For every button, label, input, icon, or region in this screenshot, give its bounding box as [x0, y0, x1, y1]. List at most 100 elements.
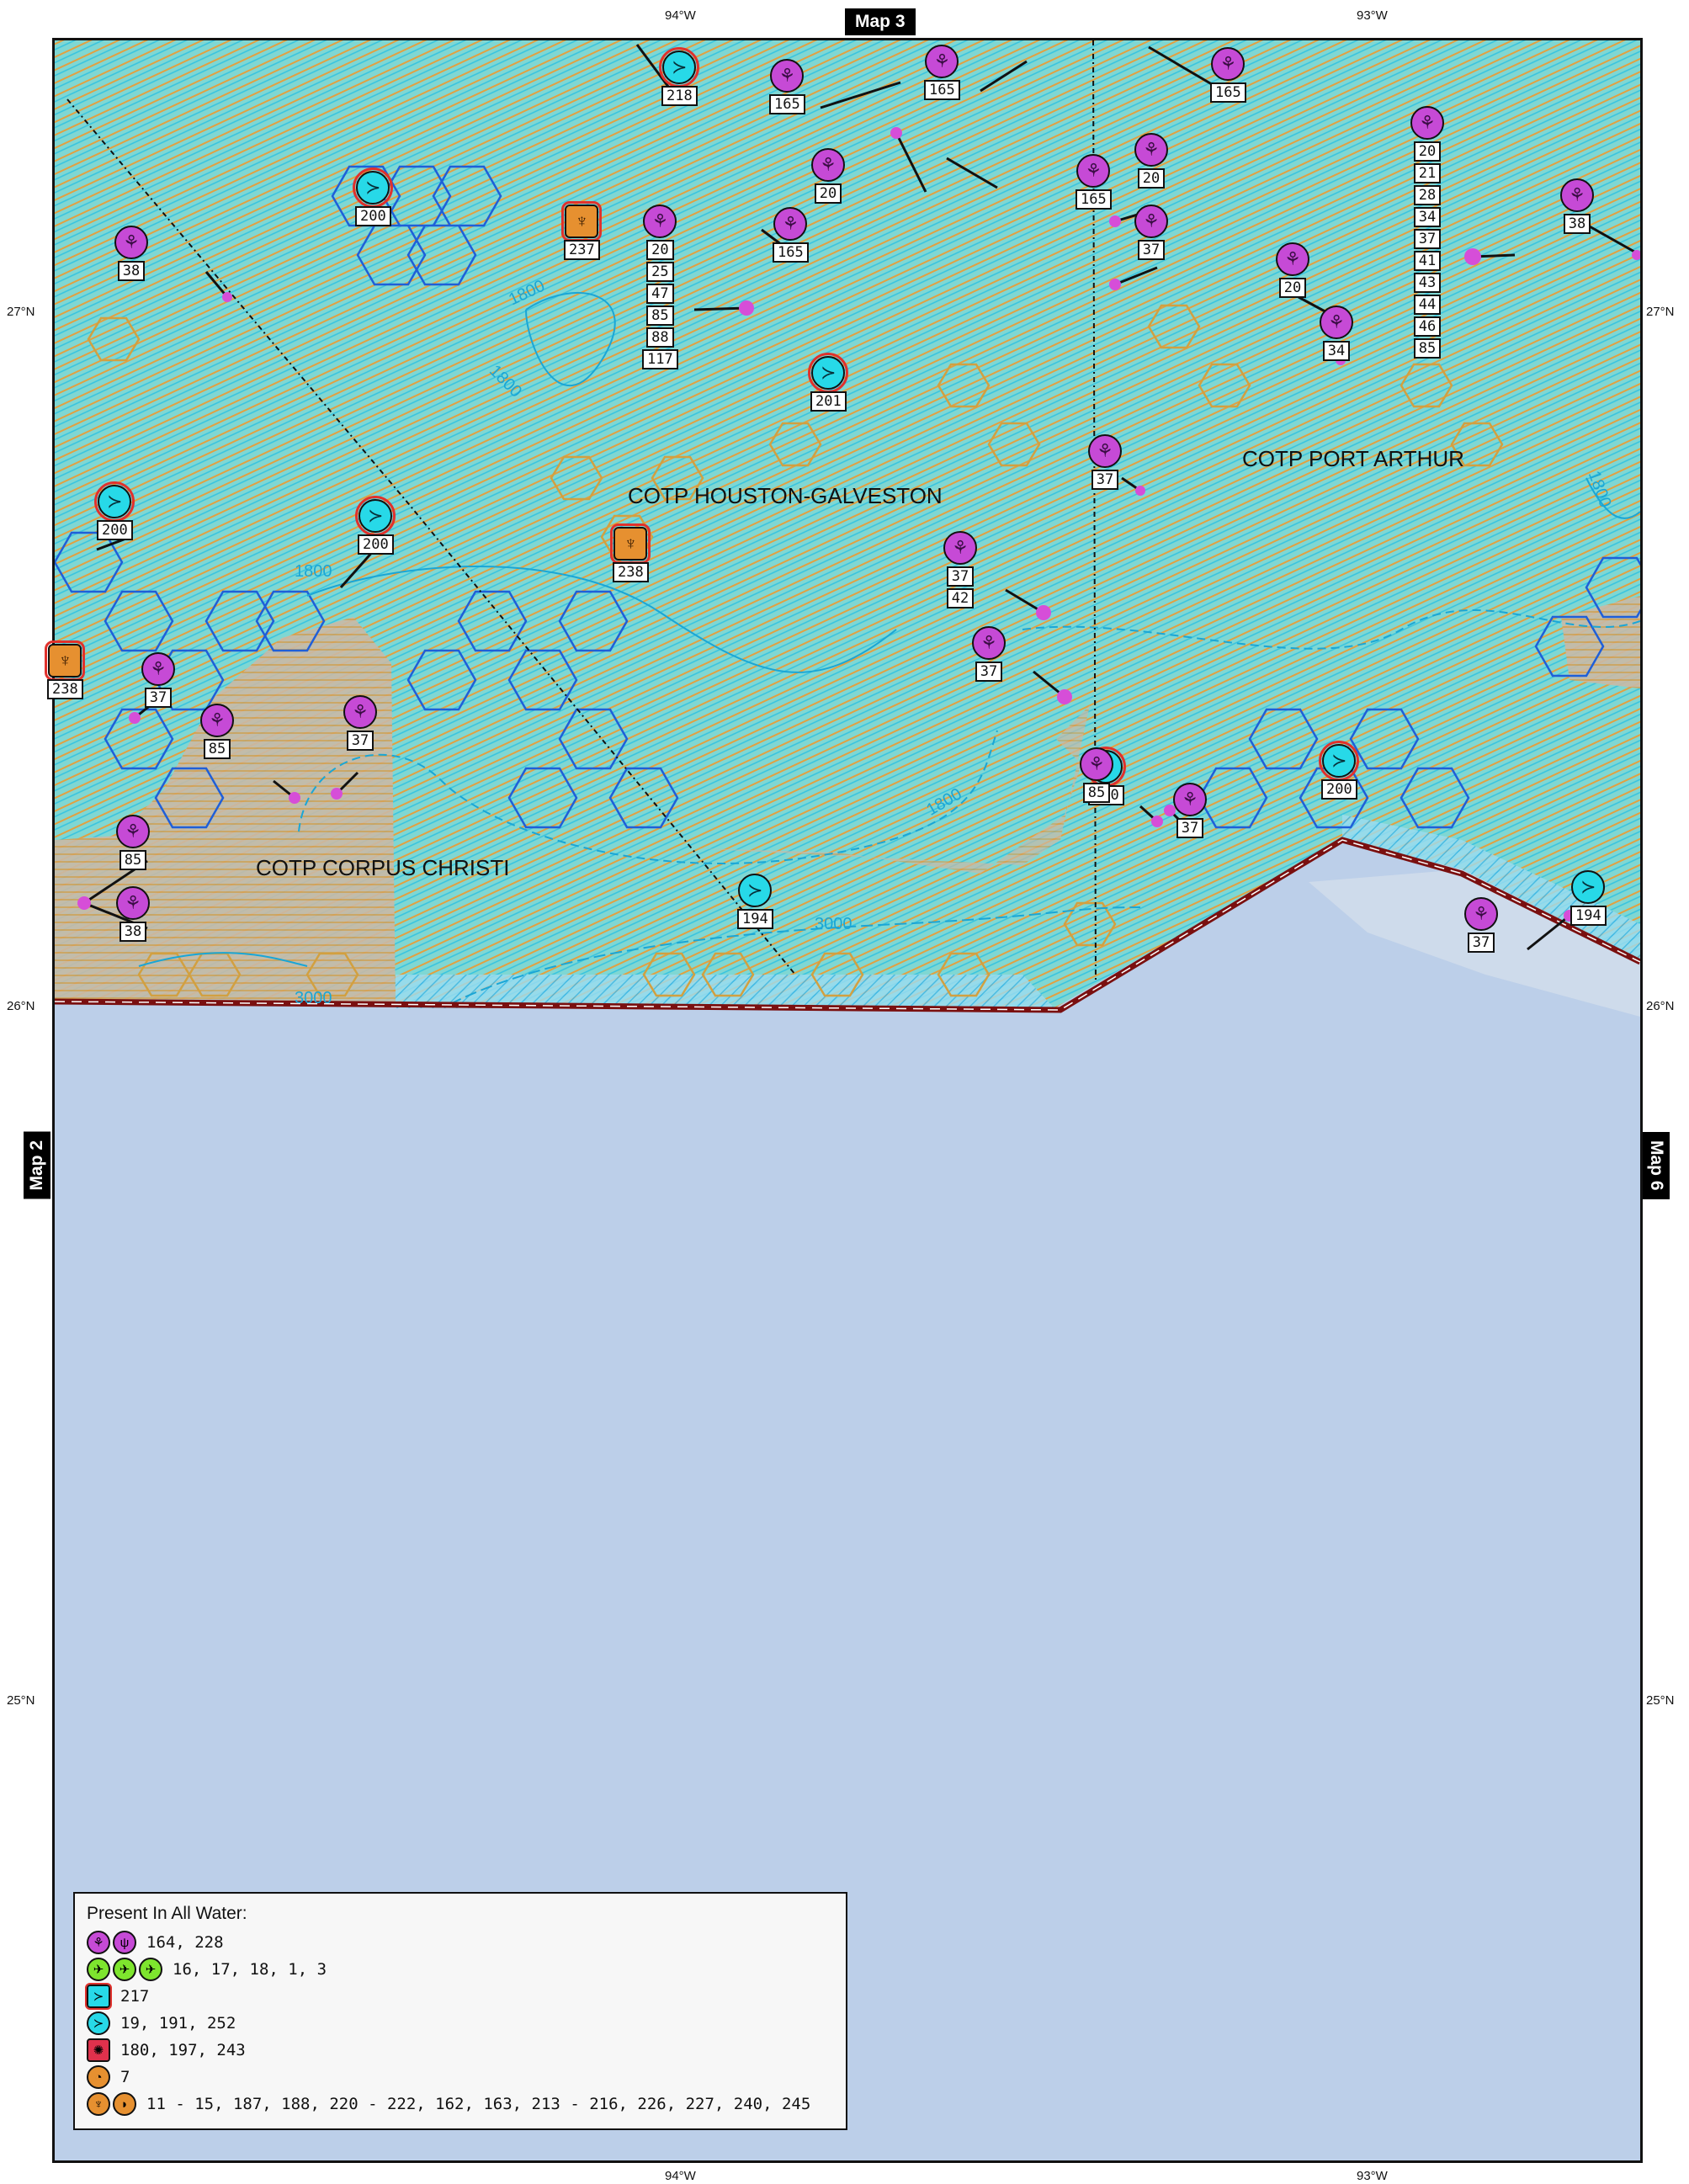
coral-marker[interactable]: ⚘165 — [924, 45, 960, 100]
coral-marker[interactable]: ⚘20 — [1134, 133, 1168, 189]
map-2-tab[interactable]: Map 2 — [24, 1132, 50, 1199]
species-code-list: 194 — [1570, 904, 1607, 926]
whale-marker[interactable]: ♆237 — [561, 201, 603, 260]
whale-icon: ♆ — [45, 640, 86, 681]
legend-title: Present In All Water: — [87, 1904, 247, 1923]
species-code: 165 — [1076, 189, 1112, 210]
species-code: 165 — [773, 242, 809, 263]
fish-icon: ≻ — [1571, 870, 1606, 904]
species-code-list: 165 — [769, 93, 805, 114]
species-code: 37 — [1137, 240, 1166, 260]
coral-marker[interactable]: ⚘38 — [114, 226, 148, 281]
whale-marker[interactable]: ♆238 — [45, 640, 86, 699]
coral-marker[interactable]: ⚘34 — [1320, 306, 1353, 361]
coral-marker[interactable]: ⚘85 — [200, 704, 234, 759]
species-code-list: 200 — [358, 533, 394, 555]
coral-marker[interactable]: ⚘165 — [769, 59, 805, 114]
species-code-list: 37 — [144, 686, 173, 708]
coral-marker[interactable]: ⚘85 — [1080, 747, 1113, 803]
species-code-list: 37 — [1137, 238, 1166, 260]
species-code: 20 — [646, 240, 674, 260]
species-code: 200 — [355, 206, 391, 226]
coral-icon: ⚘ — [811, 148, 845, 182]
map-3-tab[interactable]: Map 3 — [845, 8, 916, 35]
species-code: 20 — [1278, 278, 1307, 298]
coral-marker[interactable]: ⚘165 — [1210, 47, 1246, 103]
map-6-tab[interactable]: Map 6 — [1643, 1132, 1670, 1199]
map-frame[interactable] — [52, 38, 1643, 2163]
coral-marker[interactable]: ⚘37 — [141, 652, 175, 708]
coral-icon: ⚘ — [1088, 434, 1122, 468]
coral-marker[interactable]: ⚘37 — [343, 695, 377, 751]
species-code: 38 — [119, 922, 147, 942]
coral-marker[interactable]: ⚘165 — [773, 207, 809, 263]
species-code: 20 — [814, 183, 842, 204]
coral-icon: ⚘ — [116, 886, 150, 920]
species-code-list: 20 — [1278, 276, 1307, 298]
fish-marker[interactable]: ≻194 — [737, 874, 773, 929]
coral-icon: ⚘ — [1276, 242, 1309, 276]
legend-row: ◔7 — [87, 2064, 834, 2091]
turtle-icon: ✺ — [87, 2038, 110, 2062]
species-code: 37 — [1176, 818, 1204, 838]
species-code: 38 — [1563, 214, 1591, 234]
fish-box-marker[interactable]: ≻218 — [659, 47, 700, 106]
fish-box-marker[interactable]: ≻200 — [353, 167, 394, 226]
fish-icon: ≻ — [94, 481, 135, 522]
species-code-list: 194 — [737, 907, 773, 929]
coral-marker[interactable]: ⚘37 — [972, 626, 1006, 682]
species-code: 37 — [1413, 229, 1442, 249]
coral-marker[interactable]: ⚘20 — [811, 148, 845, 204]
coral-marker[interactable]: ⚘20 — [1276, 242, 1309, 298]
legend-codes: 217 — [120, 1987, 150, 2006]
species-code-list: 218 — [661, 84, 698, 106]
species-code: 43 — [1413, 273, 1442, 293]
species-code: 46 — [1413, 316, 1442, 337]
coral-icon: ⚘ — [1134, 133, 1168, 167]
coral-icon: ⚘ — [643, 205, 677, 238]
species-code-list: 85 — [203, 737, 231, 759]
whale-marker[interactable]: ♆238 — [610, 523, 651, 582]
species-code: 238 — [47, 679, 83, 699]
species-code-list: 37 — [346, 729, 374, 751]
contour-label: 3000 — [815, 915, 852, 933]
species-code: 117 — [642, 349, 678, 369]
coral-marker[interactable]: ⚘85 — [116, 815, 150, 870]
species-code-list: 238 — [47, 678, 83, 699]
habitat-area — [55, 40, 1640, 1008]
coral-marker[interactable]: ⚘37 — [1464, 897, 1498, 953]
coral-marker[interactable]: ⚘37 — [1134, 205, 1168, 260]
coral-marker[interactable]: ⚘165 — [1076, 154, 1112, 210]
legend-codes: 16, 17, 18, 1, 3 — [173, 1960, 327, 1979]
species-code: 21 — [1413, 163, 1442, 183]
longitude-label: 94°W — [665, 2169, 696, 2183]
coral-icon: ⚘ — [87, 1931, 110, 1954]
species-code: 200 — [97, 520, 133, 540]
fish-icon: ≻ — [808, 353, 849, 393]
zone-label-corpus-christi: COTP CORPUS CHRISTI — [256, 855, 510, 880]
species-code: 88 — [646, 327, 674, 348]
species-code: 165 — [1210, 82, 1246, 103]
shrimp-icon: ◔ — [87, 2065, 110, 2089]
latitude-label: 26°N — [1646, 999, 1675, 1013]
coral-marker[interactable]: ⚘38 — [1560, 178, 1594, 234]
coral-icon: ⚘ — [1080, 747, 1113, 781]
fish-marker[interactable]: ≻194 — [1570, 870, 1607, 926]
coral-marker[interactable]: ⚘37 — [1173, 783, 1207, 838]
fish-box-marker[interactable]: ≻200 — [94, 481, 135, 540]
fish-box-marker[interactable]: ≻200 — [355, 496, 396, 555]
coral-marker[interactable]: ⚘38 — [116, 886, 150, 942]
species-code: 41 — [1413, 251, 1442, 271]
species-code-list: 165 — [924, 78, 960, 100]
coral-marker[interactable]: ⚘37 — [1088, 434, 1122, 490]
species-code-list: 165 — [1210, 81, 1246, 103]
map-canvas — [55, 40, 1640, 1017]
fish-box-marker[interactable]: ≻201 — [808, 353, 849, 412]
fish-box-marker[interactable]: ≻200 — [1319, 741, 1360, 800]
